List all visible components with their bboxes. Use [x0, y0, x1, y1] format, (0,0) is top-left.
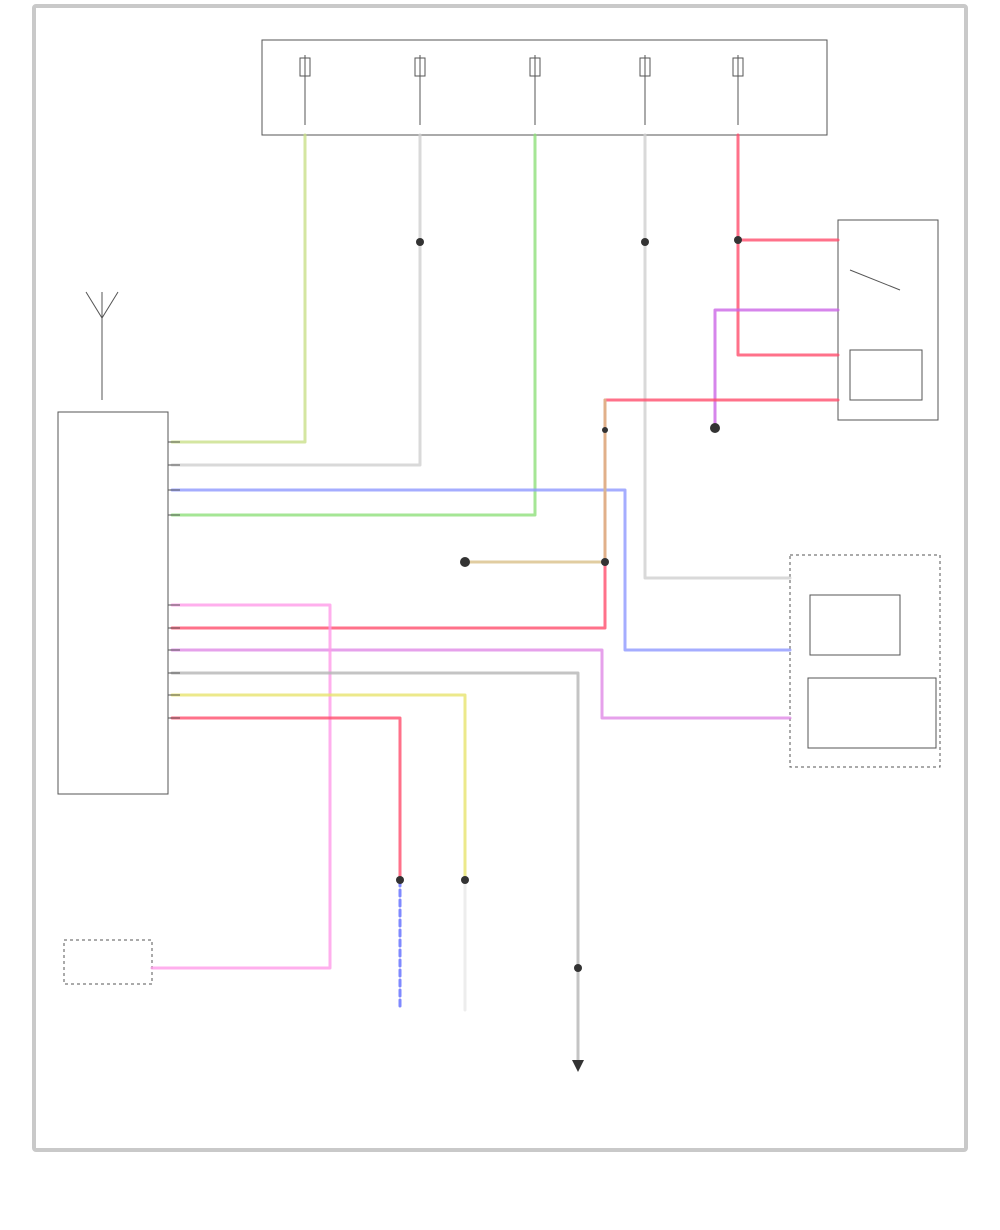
diagram-frame [32, 4, 968, 1152]
wire-red-relay-power [736, 133, 840, 357]
wire-grey-ground [170, 671, 580, 1062]
wire-harness [150, 133, 840, 1062]
fuse-slot [299, 55, 311, 125]
wire-blue [170, 488, 792, 652]
splice-points [396, 236, 742, 972]
wire-pink-purple [170, 648, 792, 720]
fuse-slot [639, 55, 651, 125]
wire-pink [150, 603, 332, 970]
tpms-control-unit [57, 411, 169, 795]
wire-yellow [170, 693, 467, 882]
fuse-slot [732, 55, 744, 125]
fuse-slot [529, 55, 541, 125]
wire-grey [170, 133, 422, 467]
tire-pressure-switch [63, 939, 153, 985]
wire-purple [713, 308, 840, 427]
wire-green [170, 133, 537, 517]
antenna-symbol [85, 291, 119, 400]
combination-meter [789, 554, 941, 768]
fuse-slot [414, 55, 426, 125]
wire-grey [643, 133, 792, 580]
ground-symbol [572, 1060, 584, 1072]
relay-box [837, 219, 939, 421]
fuse-block [261, 39, 828, 136]
wire-light-green [170, 133, 307, 444]
wire-red-lower [170, 716, 402, 882]
connector-pins [168, 441, 180, 719]
